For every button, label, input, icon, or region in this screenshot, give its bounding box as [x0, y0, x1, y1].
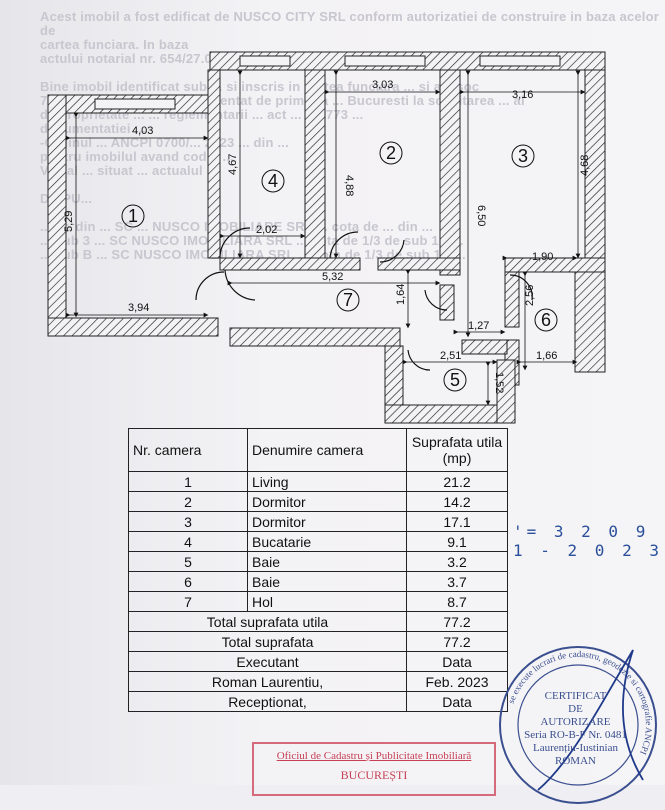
total-label: Total suprafata [128, 631, 407, 652]
room-number-2: 2 [386, 143, 396, 163]
table-row: 6 Baie 3.7 [128, 571, 508, 592]
cadastre-office-city: BUCUREȘTI [340, 768, 408, 782]
doors [195, 227, 533, 371]
room-number-5: 5 [450, 370, 460, 390]
cadastre-office-name: Oficiul de Cadastru și Publicitate Imobi… [276, 750, 472, 762]
cell-name: Baie [247, 551, 407, 572]
dim-room3-depth: 6,50 [475, 205, 487, 226]
dim-room3-short: 1,90 [532, 251, 553, 263]
header-area: Suprafata utila (mp) [406, 428, 508, 472]
room-number-4: 4 [268, 171, 278, 191]
executant-row: Executant Data [128, 651, 508, 672]
dim-room1-height: 5,29 [63, 211, 75, 232]
floor-plan: 4,03 5,29 3,94 3,03 4,88 3,16 4,68 6,50 … [47, 51, 606, 424]
seal-line-4: Seria RO-B-F Nr. 0481 [524, 729, 627, 741]
cell-area: 3.2 [406, 551, 508, 572]
cell-name: Bucatarie [247, 531, 407, 552]
header-nr: Nr. camera [128, 428, 248, 472]
table-row: 4 Bucatarie 9.1 [128, 531, 508, 552]
total-util-label: Total suprafata utila [128, 611, 407, 632]
executant-label: Executant [128, 651, 407, 672]
authorization-seal: se execute lucrari de cadastru, geodezie… [499, 646, 657, 804]
cell-nr: 7 [128, 591, 248, 612]
cell-area: 8.7 [406, 591, 508, 612]
cell-nr: 2 [128, 491, 248, 512]
cell-nr: 4 [128, 531, 248, 552]
dim-room2-width: 3,03 [372, 79, 393, 91]
cell-area: 14.2 [406, 491, 508, 512]
signature [537, 649, 644, 791]
seal-line-3: AUTORIZARE [540, 716, 611, 728]
dim-hall-width: 5,32 [322, 271, 343, 283]
dim-room4-height: 4,67 [227, 154, 239, 175]
dim-room6-width: 1,66 [536, 350, 557, 362]
table-row: 7 Hol 8.7 [128, 591, 508, 612]
cell-nr: 5 [128, 551, 248, 572]
table-row: 5 Baie 3.2 [128, 551, 508, 572]
dimension-lines [65, 70, 586, 406]
room-number-7: 7 [343, 290, 353, 310]
seal-line-1: CERTIFICAT [544, 690, 607, 702]
total-util-value: 77.2 [406, 611, 508, 632]
table-row: 3 Dormitor 17.1 [128, 511, 508, 532]
cell-name: Dormitor [247, 491, 407, 512]
dim-room3-height: 4,68 [579, 155, 591, 176]
windows [94, 55, 561, 110]
room-numbers [121, 141, 558, 392]
executant-date: Feb. 2023 [406, 671, 508, 692]
table-row: 1 Living 21.2 [128, 471, 508, 492]
executant-name: Roman Laurentiu, [128, 671, 407, 692]
seal-line-2: DE [568, 703, 583, 715]
cadastre-office-stamp: Oficiul de Cadastru și Publicitate Imobi… [252, 742, 496, 796]
dim-room5-height: 1,52 [493, 372, 505, 393]
receptionat-row: Receptionat, Data [128, 691, 508, 712]
table-row: 2 Dormitor 14.2 [128, 491, 508, 512]
dim-room5-width: 2,51 [440, 350, 461, 362]
dimension-labels: 4,03 5,29 3,94 3,03 4,88 3,16 4,68 6,50 … [63, 79, 591, 393]
seal-line-5: Laurențiu-Iustinian [533, 742, 618, 754]
seal-line-6: ROMAN [555, 755, 596, 767]
dim-room2-height: 4,88 [343, 175, 355, 196]
registration-number-stamp: '= 3 2 0 9 1 - 2 0 2 3 [513, 522, 663, 560]
header-name: Denumire camera [247, 428, 407, 472]
table-header-row: Nr. camera Denumire camera Suprafata uti… [128, 428, 508, 472]
total-row: Total suprafata 77.2 [128, 631, 508, 652]
cell-area: 3.7 [406, 571, 508, 592]
dim-room1-width: 4,03 [132, 125, 153, 137]
executant-name-row: Roman Laurentiu, Feb. 2023 [128, 671, 508, 692]
seal-text: CERTIFICAT DE AUTORIZARE Seria RO-B-F Nr… [508, 690, 643, 768]
dim-hall-short: 1,27 [468, 320, 489, 332]
dim-hall-depth: 1,64 [395, 284, 407, 305]
cell-name: Dormitor [247, 511, 407, 532]
room-number-1: 1 [128, 206, 138, 226]
cell-nr: 1 [128, 471, 248, 492]
room-area-table: Nr. camera Denumire camera Suprafata uti… [128, 428, 508, 712]
cell-name: Baie [247, 571, 407, 592]
cell-nr: 3 [128, 511, 248, 532]
cell-name: Living [247, 471, 407, 492]
receptionat-data: Data [406, 691, 508, 712]
room-number-6: 6 [541, 310, 551, 330]
dim-room3-width: 3,16 [512, 89, 533, 101]
receptionat-label: Receptionat, [128, 691, 407, 712]
room-number-labels: 1 2 3 4 5 6 7 [128, 143, 551, 390]
cell-area: 17.1 [406, 511, 508, 532]
dim-room1-bottom: 3,94 [128, 302, 149, 314]
cell-nr: 6 [128, 571, 248, 592]
dim-room6-height: 2,56 [524, 285, 536, 306]
cell-name: Hol [247, 591, 407, 612]
cell-area: 21.2 [406, 471, 508, 492]
room-number-3: 3 [518, 146, 528, 166]
total-util-row: Total suprafata utila 77.2 [128, 611, 508, 632]
dim-room4-width: 2,02 [256, 224, 277, 236]
cell-area: 9.1 [406, 531, 508, 552]
